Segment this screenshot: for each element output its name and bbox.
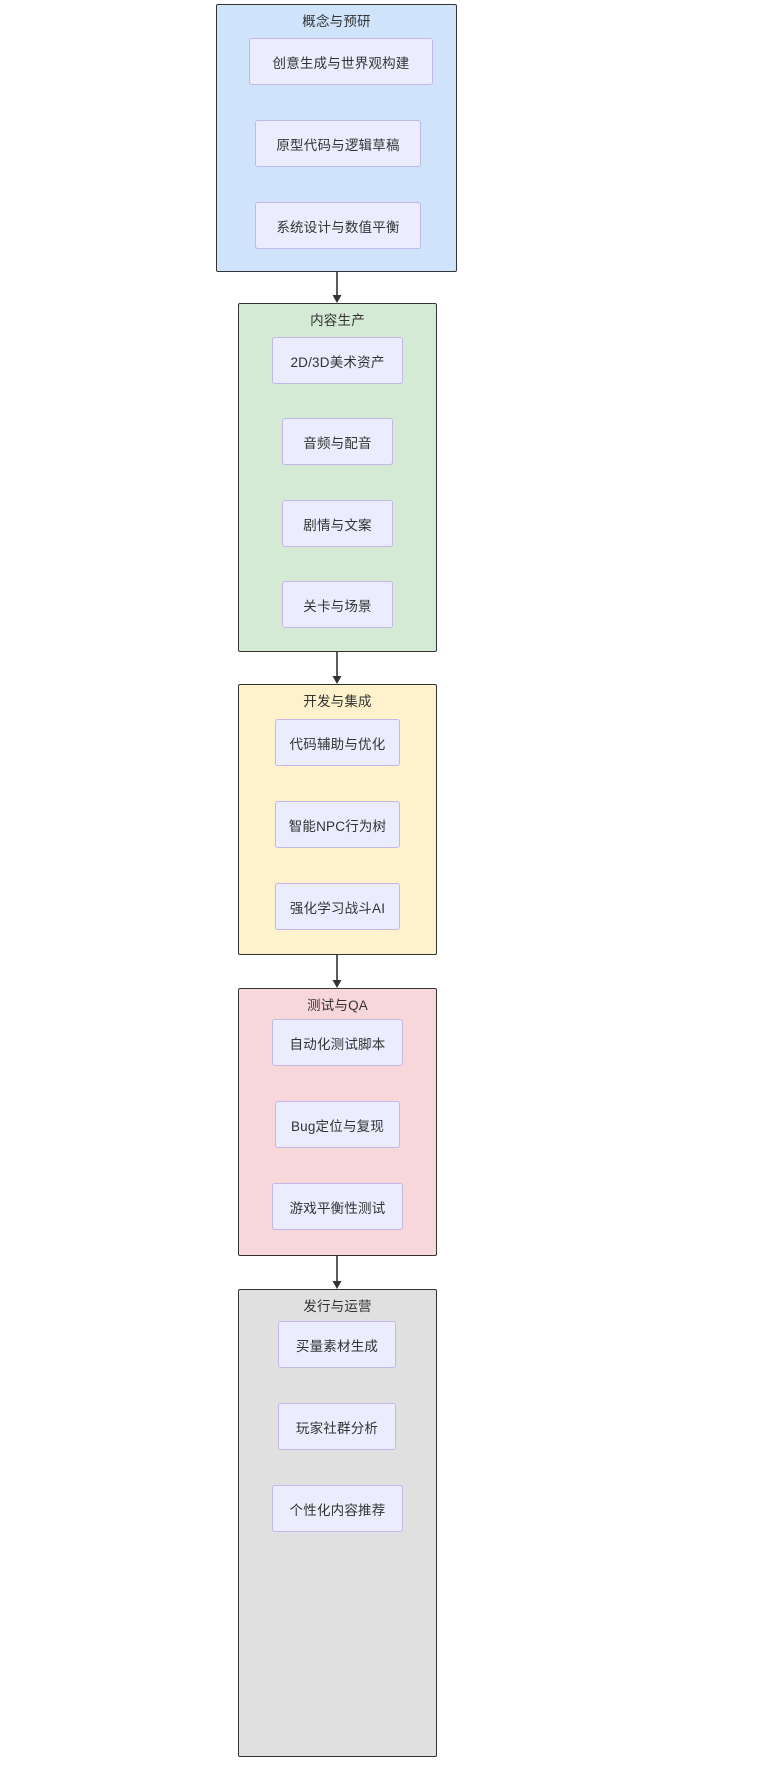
node-recommend[interactable]: 个性化内容推荐: [272, 1485, 403, 1532]
node-label: 强化学习战斗AI: [289, 900, 386, 916]
flow-edge: [332, 652, 342, 684]
node-npc[interactable]: 智能NPC行为树: [275, 801, 400, 848]
node-label: 原型代码与逻辑草稿: [276, 137, 400, 153]
node-label: 代码辅助与优化: [289, 736, 386, 752]
node-story[interactable]: 剧情与文案: [282, 500, 393, 547]
node-label: 创意生成与世界观构建: [272, 55, 410, 71]
node-label: 系统设计与数值平衡: [276, 219, 400, 235]
cluster-title: 开发与集成: [303, 694, 372, 709]
node-audio[interactable]: 音频与配音: [282, 418, 393, 465]
edge-arrowhead-icon: [332, 980, 342, 988]
node-label: Bug定位与复现: [290, 1118, 385, 1134]
edge-arrowhead-icon: [332, 295, 342, 303]
node-label: 个性化内容推荐: [289, 1502, 386, 1518]
node-label: 音频与配音: [303, 435, 372, 451]
node-label: 智能NPC行为树: [288, 818, 387, 834]
flow-edge: [332, 955, 342, 988]
cluster-title: 内容生产: [310, 313, 365, 328]
node-art[interactable]: 2D/3D美术资产: [272, 337, 403, 384]
node-idea[interactable]: 创意生成与世界观构建: [249, 38, 433, 85]
node-label: 剧情与文案: [303, 517, 372, 533]
cluster-title: 测试与QA: [306, 998, 368, 1013]
node-balance-test[interactable]: 游戏平衡性测试: [272, 1183, 403, 1230]
cluster-title: 概念与预研: [302, 14, 371, 29]
node-code-assist[interactable]: 代码辅助与优化: [275, 719, 400, 766]
node-prototype[interactable]: 原型代码与逻辑草稿: [255, 120, 421, 167]
node-label: 2D/3D美术资产: [290, 354, 385, 370]
edge-arrowhead-icon: [332, 676, 342, 684]
node-label: 游戏平衡性测试: [289, 1200, 386, 1216]
edge-arrowhead-icon: [332, 1281, 342, 1289]
cluster-title: 发行与运营: [303, 1299, 372, 1314]
node-ua[interactable]: 买量素材生成: [278, 1321, 396, 1368]
flow-edge: [332, 1256, 342, 1289]
node-auto-test[interactable]: 自动化测试脚本: [272, 1019, 403, 1066]
node-bug[interactable]: Bug定位与复现: [275, 1101, 400, 1148]
flow-edge: [332, 272, 342, 303]
node-community[interactable]: 玩家社群分析: [278, 1403, 396, 1450]
node-level[interactable]: 关卡与场景: [282, 581, 393, 628]
node-label: 买量素材生成: [295, 1338, 379, 1354]
node-label: 玩家社群分析: [295, 1420, 379, 1436]
node-label: 自动化测试脚本: [289, 1036, 386, 1052]
node-system[interactable]: 系统设计与数值平衡: [255, 202, 421, 249]
node-rl-ai[interactable]: 强化学习战斗AI: [275, 883, 400, 930]
node-label: 关卡与场景: [303, 598, 372, 614]
